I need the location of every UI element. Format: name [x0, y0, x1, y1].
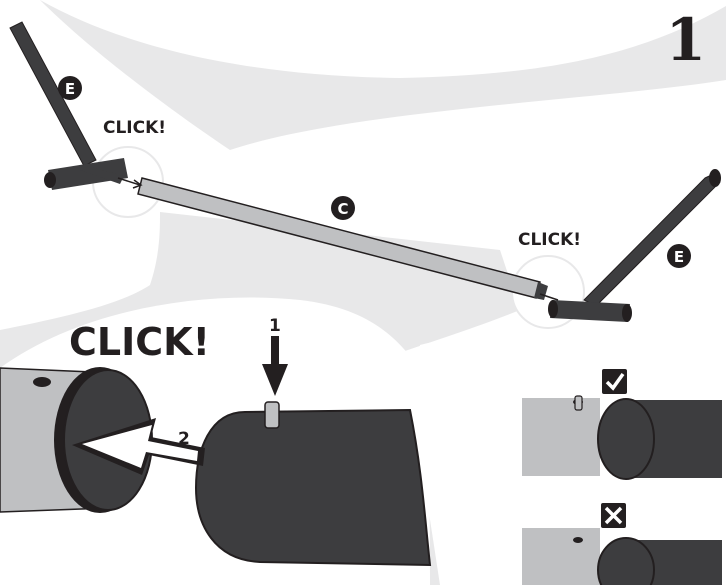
cross-icon — [601, 503, 626, 528]
arrow-1-press — [262, 336, 288, 396]
click-label-left: CLICK! — [103, 118, 166, 138]
arrow-2-push — [72, 418, 205, 475]
click-label-big: CLICK! — [69, 320, 210, 364]
svg-text:C: C — [337, 200, 348, 218]
check-incorrect-assembly — [522, 528, 722, 585]
check-correct-assembly — [522, 395, 722, 480]
detail-dark-tube — [194, 401, 432, 567]
svg-text:E: E — [65, 80, 75, 98]
arrow-2-label: 2 — [178, 429, 190, 449]
leg-left — [9, 21, 128, 190]
click-label-right: CLICK! — [518, 230, 581, 250]
checkmark-icon — [602, 369, 627, 394]
leg-right — [548, 169, 721, 322]
crossbar — [117, 177, 559, 301]
part-badge-crossbar: C — [331, 196, 355, 220]
part-badge-leg-right: E — [667, 244, 691, 268]
arrow-1-label: 1 — [269, 316, 281, 336]
svg-text:E: E — [674, 248, 684, 266]
step-number: 1 — [666, 6, 706, 74]
part-badge-leg-left: E — [58, 76, 82, 100]
